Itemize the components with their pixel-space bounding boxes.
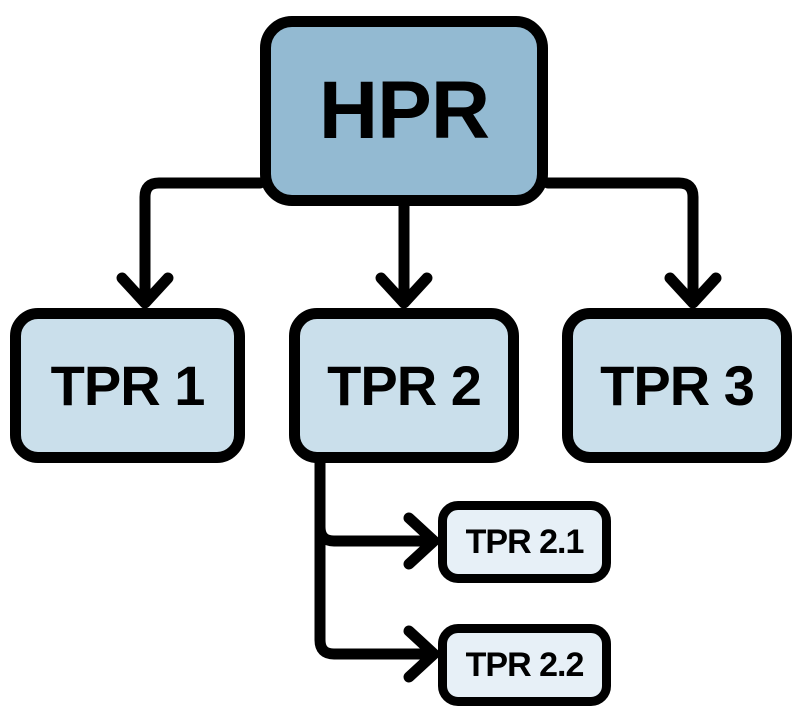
- node-hpr-label: HPR: [318, 65, 490, 156]
- arrowhead-right-tpr21: [403, 512, 440, 570]
- node-tpr1-label: TPR 1: [50, 354, 206, 417]
- connector-hpr-to-tpr3: [542, 177, 699, 303]
- node-tpr22-label: TPR 2.2: [465, 645, 585, 684]
- connector-tpr2-to-tpr21: [314, 456, 431, 547]
- connector-hpr-to-tpr1: [139, 177, 266, 303]
- node-tpr1: TPR 1: [10, 308, 245, 463]
- node-tpr2-label: TPR 2: [327, 354, 482, 417]
- node-tpr21-label: TPR 2.1: [465, 522, 585, 561]
- node-tpr21: TPR 2.1: [438, 501, 611, 583]
- node-tpr22: TPR 2.2: [438, 624, 611, 706]
- arrowhead-down-tpr2: [375, 272, 433, 309]
- node-tpr3: TPR 3: [562, 308, 792, 463]
- node-tpr2: TPR 2: [289, 308, 519, 463]
- arrowhead-right-tpr22: [403, 625, 440, 683]
- connector-tpr2-to-tpr22: [314, 456, 431, 660]
- arrowhead-down-tpr1: [116, 272, 174, 309]
- node-tpr3-label: TPR 3: [600, 354, 755, 417]
- arrowhead-down-tpr3: [664, 272, 722, 309]
- node-hpr: HPR: [260, 16, 548, 206]
